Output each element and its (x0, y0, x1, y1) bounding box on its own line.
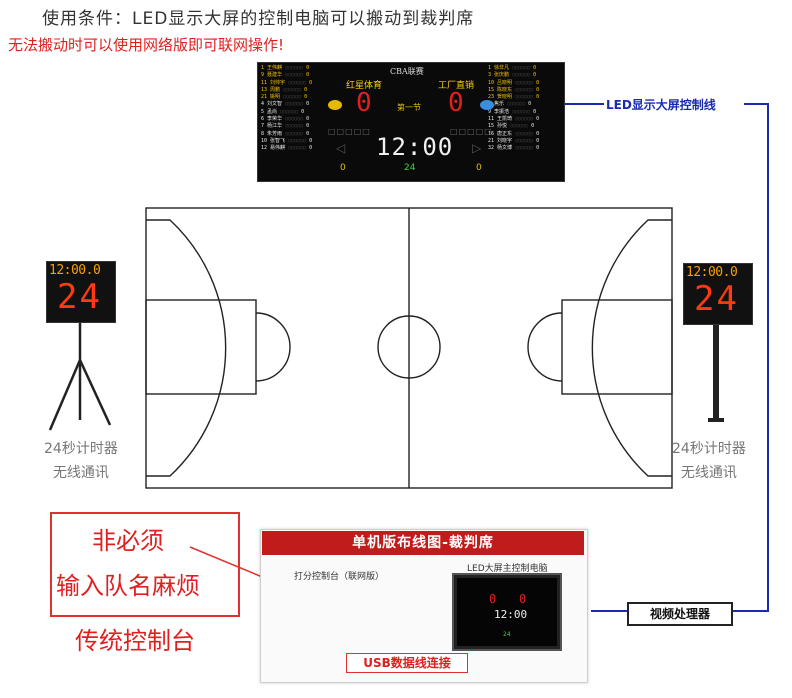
pc-label: LED大屏主控制电脑 (467, 564, 548, 574)
usb-line-label: USB数据线连接 (346, 653, 468, 673)
period: 第一节 (397, 103, 421, 112)
shot-clock-left: 12:00.0 24 (46, 261, 116, 323)
monitor-clock: 12:00 (494, 608, 528, 621)
right-key (561, 299, 673, 395)
note-line-1: 非必须 (92, 527, 164, 555)
tripod-stand (48, 321, 112, 431)
center-circle (377, 315, 441, 379)
left-free-throw-arc (255, 312, 291, 382)
video-processor-box: 视频处理器 (627, 602, 733, 626)
home-fouls: 0 (340, 163, 346, 173)
away-fouls: 0 (476, 163, 482, 173)
home-timeout-boxes: □□□□□ (328, 127, 371, 136)
right-free-throw-arc (527, 312, 563, 382)
traditional-console-note-box (50, 512, 240, 617)
home-roster: 1 王伟麒 ○○○○○○ 0 9 聂建华 ○○○○○○ 0 11 刘帅宇 ○○○… (261, 65, 313, 152)
led-control-line (563, 103, 769, 612)
page-title: 使用条件：LED显示大屏的控制电脑可以搬动到裁判席 (42, 9, 475, 29)
monitor-screen: 0 0 12:00 24 (457, 578, 557, 646)
home-team-logo-icon (328, 100, 342, 110)
away-roster: 1 徐非凡 ○○○○○○ 0 3 张庆鹏 ○○○○○○ 0 10 吕晓明 ○○○… (488, 65, 540, 152)
left-three-point-arc (146, 219, 227, 477)
note-line-3: 传统控制台 (75, 627, 195, 655)
home-score: 0 (356, 88, 372, 118)
home-team-name: 红星体育 (346, 81, 383, 91)
shot-clock-game-time: 12:00.0 (49, 263, 101, 278)
monitor-shot-clock: 24 (503, 631, 511, 638)
monitor-home-score: 0 (489, 592, 497, 606)
possession-right-icon: ▷ (472, 141, 482, 155)
possession-left-icon: ◁ (336, 141, 346, 155)
basketball-court (145, 207, 673, 489)
league-name: CBA联赛 (390, 67, 424, 76)
monitor-away-score: 0 (519, 592, 527, 606)
led-control-line-label: LED显示大屏控制线 (606, 96, 716, 113)
shot-clock-seconds: 24 (57, 277, 102, 317)
away-team-name: 工厂直销 (438, 81, 475, 91)
left-key (145, 299, 257, 395)
pole-stand (708, 322, 724, 422)
right-three-point-arc (591, 219, 672, 477)
pc-monitor: 0 0 12:00 24 (452, 573, 562, 651)
wiring-panel-title: 单机版布线图-裁判席 (262, 531, 584, 555)
shot-clock-left-caption: 24秒计时器 无线通讯 (44, 441, 118, 481)
shot-clock-value: 24 (404, 163, 416, 173)
shot-clock-game-time: 12:00.0 (686, 265, 738, 280)
led-scoreboard: 1 王伟麒 ○○○○○○ 0 9 聂建华 ○○○○○○ 0 11 刘帅宇 ○○○… (257, 62, 565, 182)
shot-clock-right: 12:00.0 24 (683, 263, 753, 325)
shot-clock-seconds: 24 (694, 279, 739, 319)
away-team-logo-icon (480, 100, 494, 110)
game-clock: 12:00 (376, 133, 454, 161)
usage-note: 无法搬动时可以使用网络版即可联网操作! (8, 36, 285, 54)
away-score: 0 (448, 88, 464, 118)
console-label: 打分控制台（联网版） (294, 572, 385, 582)
note-line-2: 输入队名麻烦 (56, 572, 200, 600)
away-timeout-boxes: □□□□□ (450, 127, 493, 136)
shot-clock-right-caption: 24秒计时器 无线通讯 (672, 441, 746, 481)
